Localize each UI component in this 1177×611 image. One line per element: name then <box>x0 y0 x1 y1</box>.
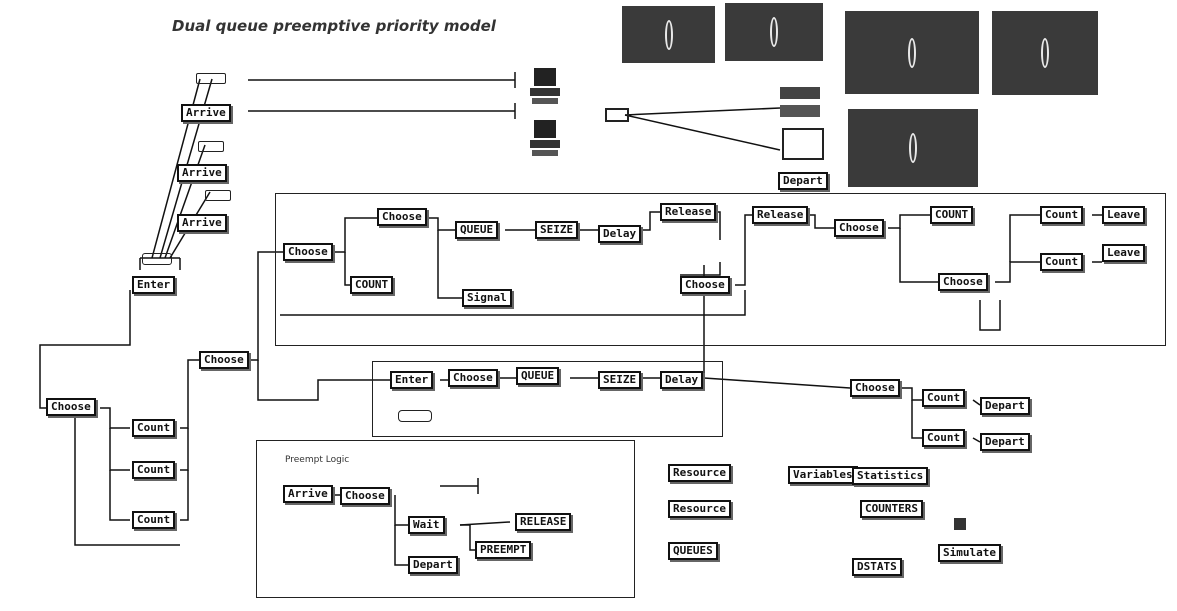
simulate-module[interactable]: Simulate <box>938 544 1001 562</box>
animation-screen-4 <box>992 11 1098 95</box>
arrive-block-2[interactable]: Arrive <box>177 164 227 182</box>
arrive-block-1[interactable]: Arrive <box>181 104 231 122</box>
arrive-connector-3 <box>205 190 231 201</box>
resource-module-1[interactable]: Resource <box>668 464 731 482</box>
release-block-top-a[interactable]: Release <box>660 203 716 221</box>
animation-screen-2 <box>725 3 823 61</box>
choose-block-top-c[interactable]: Choose <box>680 276 730 294</box>
arrive-connector-1 <box>196 73 226 84</box>
resource-module-2[interactable]: Resource <box>668 500 731 518</box>
terminal-icon-2 <box>780 87 820 99</box>
dstats-module[interactable]: DSTATS <box>852 558 902 576</box>
terminal-icon <box>605 108 629 122</box>
animation-screen-1 <box>622 6 715 63</box>
arrive-connector-4 <box>142 253 172 265</box>
count-block-1[interactable]: Count <box>132 419 175 437</box>
preempt-block[interactable]: PREEMPT <box>475 541 531 559</box>
delay-block-mid[interactable]: Delay <box>660 371 703 389</box>
seize-block-mid[interactable]: SEIZE <box>598 371 641 389</box>
choose-block-top-d[interactable]: Choose <box>834 219 884 237</box>
count-block-top-b[interactable]: COUNT <box>930 206 973 224</box>
arrive-connector-2 <box>198 141 224 152</box>
count-block-top-c[interactable]: Count <box>1040 206 1083 224</box>
choose-block-main[interactable]: Choose <box>46 398 96 416</box>
counters-module[interactable]: COUNTERS <box>860 500 923 518</box>
count-block-top-d[interactable]: Count <box>1040 253 1083 271</box>
preempt-panel-title: Preempt Logic <box>285 455 349 465</box>
count-block-2[interactable]: Count <box>132 461 175 479</box>
leave-block-2[interactable]: Leave <box>1102 244 1145 262</box>
leave-block-1[interactable]: Leave <box>1102 206 1145 224</box>
variables-module[interactable]: Variables <box>788 466 858 484</box>
signal-block-top[interactable]: Signal <box>462 289 512 307</box>
indicator-square <box>954 518 966 530</box>
wait-block-preempt[interactable]: Wait <box>408 516 445 534</box>
terminal-icon-3 <box>780 105 820 117</box>
delay-block-top[interactable]: Delay <box>598 225 641 243</box>
depart-block-right-a[interactable]: Depart <box>980 397 1030 415</box>
depart-block-right-b[interactable]: Depart <box>980 433 1030 451</box>
release-block-top-b[interactable]: Release <box>752 206 808 224</box>
release-block-preempt[interactable]: RELEASE <box>515 513 571 531</box>
animation-screen-3 <box>845 11 979 94</box>
choose-block-right[interactable]: Choose <box>850 379 900 397</box>
choose-block-preempt[interactable]: Choose <box>340 487 390 505</box>
enter-block[interactable]: Enter <box>132 276 175 294</box>
choose-block-mid[interactable]: Choose <box>199 351 249 369</box>
queue-block-top[interactable]: QUEUE <box>455 221 498 239</box>
seize-block-top[interactable]: SEIZE <box>535 221 578 239</box>
diagram-title: Dual queue preemptive priority model <box>172 17 496 35</box>
count-block-3[interactable]: Count <box>132 511 175 529</box>
statistics-module[interactable]: Statistics <box>852 467 928 485</box>
computer-icon-2 <box>530 120 560 166</box>
choose-block-top-e[interactable]: Choose <box>938 273 988 291</box>
queues-module[interactable]: QUEUES <box>668 542 718 560</box>
arrive-block-preempt[interactable]: Arrive <box>283 485 333 503</box>
printer-icon <box>782 128 824 160</box>
choose-block-top-b[interactable]: Choose <box>377 208 427 226</box>
enter-block-mid[interactable]: Enter <box>390 371 433 389</box>
animation-screen-5 <box>848 109 978 187</box>
choose-block-top-a[interactable]: Choose <box>283 243 333 261</box>
arrive-block-3[interactable]: Arrive <box>177 214 227 232</box>
count-block-top[interactable]: COUNT <box>350 276 393 294</box>
depart-block-preempt[interactable]: Depart <box>408 556 458 574</box>
mid-connector <box>398 410 432 422</box>
queue-block-mid[interactable]: QUEUE <box>516 367 559 385</box>
count-block-right-b[interactable]: Count <box>922 429 965 447</box>
depart-block-top[interactable]: Depart <box>778 172 828 190</box>
count-block-right-a[interactable]: Count <box>922 389 965 407</box>
computer-icon <box>530 68 560 114</box>
choose-block-mid-b[interactable]: Choose <box>448 369 498 387</box>
